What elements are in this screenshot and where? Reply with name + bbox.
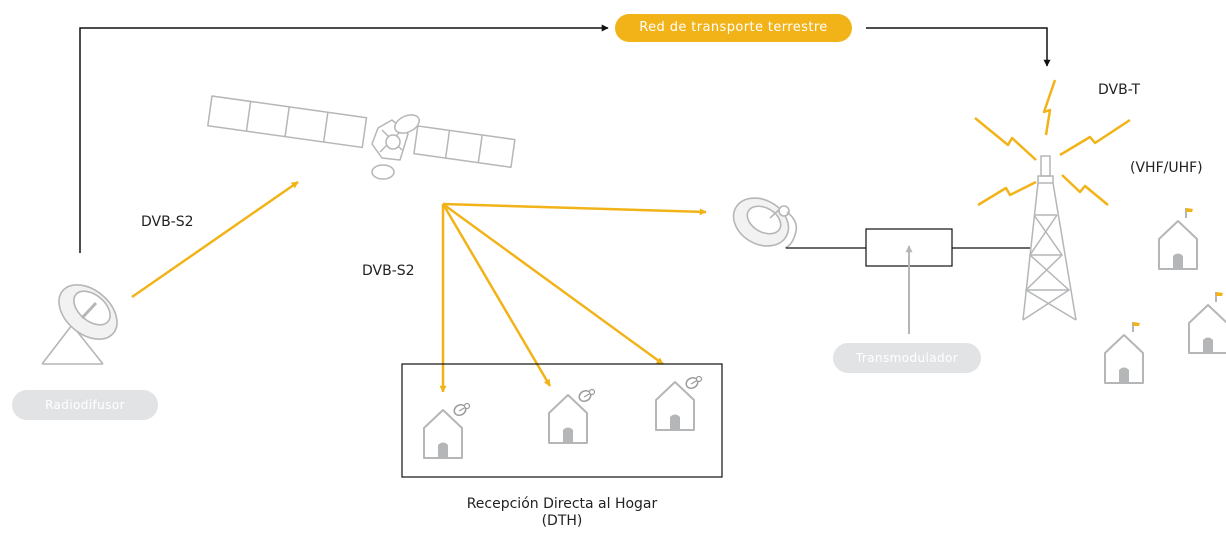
dth-box [401,363,723,478]
transport-network-label: Red de transporte terrestre [615,14,852,42]
network-connector-left [79,24,609,253]
transmodulator-label: Transmodulador [833,343,981,373]
uplink-arrow [131,180,299,299]
terrestrial-house-3-icon [1188,291,1226,354]
downlink-standard-label: DVB-S2 [362,263,415,279]
terrestrial-standard-label: DVB-T [1098,82,1141,98]
terrestrial-house-1-icon [1158,207,1198,270]
uplink-standard-label: DVB-S2 [141,214,194,230]
signal-waves-icon [974,79,1131,207]
dth-caption-line2: (DTH) [541,513,583,529]
dth-house-3-icon [655,374,703,431]
broadcaster-label: Radiodifusor [12,390,158,420]
network-connector-right [866,27,1051,67]
dth-house-2-icon [548,387,596,444]
terrestrial-band-label: (VHF/UHF) [1130,160,1203,176]
broadcaster-dish-icon [41,284,118,365]
transmitter-tower-icon [1022,155,1077,321]
dth-house-1-icon [423,401,471,459]
receiving-dish-icon [732,197,798,249]
downlink-arrows [439,202,707,393]
terrestrial-house-2-icon [1104,321,1144,384]
satellite-icon [207,95,516,180]
dth-caption-line1: Recepción Directa al Hogar [466,496,658,512]
